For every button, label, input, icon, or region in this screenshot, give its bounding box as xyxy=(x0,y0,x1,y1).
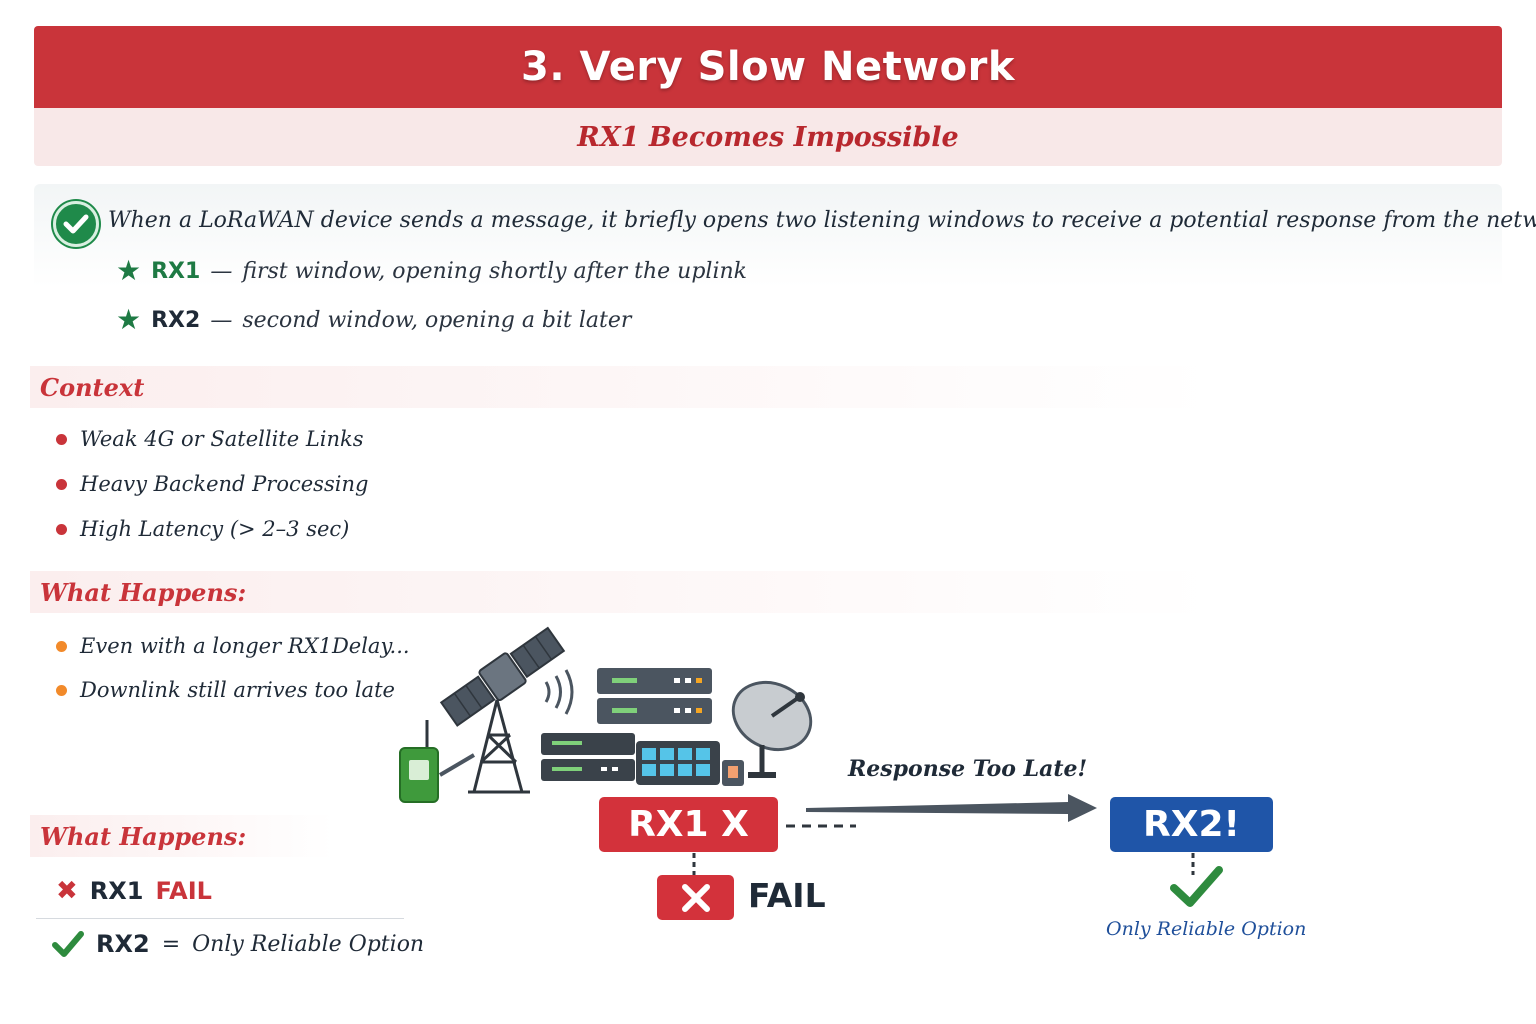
divider xyxy=(36,918,404,919)
star-icon: ★ xyxy=(116,303,142,336)
context-item: High Latency (> 2–3 sec) xyxy=(56,517,349,541)
network-switch-icon xyxy=(636,741,744,786)
response-too-late-label: Response Too Late! xyxy=(848,756,1088,782)
rx2-separator: — xyxy=(210,307,233,333)
rx1-separator: — xyxy=(210,258,233,284)
context-item: Weak 4G or Satellite Links xyxy=(56,427,364,451)
rx1-window-item: ★ RX1 — first window, opening shortly af… xyxy=(116,257,747,285)
satellite-dish-icon xyxy=(731,680,813,778)
checkmark-icon xyxy=(1170,866,1223,907)
title-banner: 3. Very Slow Network xyxy=(34,26,1502,108)
context-heading: Context xyxy=(40,372,145,402)
outcome-heading: What Happens: xyxy=(40,821,247,851)
satellite-icon xyxy=(439,626,566,727)
what-happens-item: Downlink still arrives too late xyxy=(56,678,395,702)
outcome-rx2-equals: = xyxy=(161,931,181,957)
cross-icon: ✖ xyxy=(56,876,78,906)
rx1-window-description: first window, opening shortly after the … xyxy=(242,258,748,284)
rx1-fail-line: ✖ RX1 FAIL xyxy=(56,876,212,906)
outcome-section-header: What Happens: xyxy=(30,815,410,857)
page-title: 3. Very Slow Network xyxy=(521,44,1015,90)
context-item-text: Heavy Backend Processing xyxy=(80,472,369,496)
rx2-window-item: ★ RX2 — second window, opening a bit lat… xyxy=(116,306,631,334)
rx1-status-box: RX1 X xyxy=(599,797,778,852)
rx2-window-description: second window, opening a bit later xyxy=(242,307,632,333)
cross-icon xyxy=(681,883,710,912)
subtitle-banner: RX1 Becomes Impossible xyxy=(34,108,1502,166)
checkmark-icon xyxy=(52,931,84,957)
lorawan-device-icon xyxy=(399,720,476,803)
what-happens-item-text: Even with a longer RX1Delay... xyxy=(80,634,410,658)
bullet-dot-icon xyxy=(56,523,67,535)
rx1-window-label: RX1 xyxy=(151,258,201,284)
what-happens-section-header: What Happens: xyxy=(30,571,1510,613)
signal-waves-icon xyxy=(544,669,574,715)
context-item-text: High Latency (> 2–3 sec) xyxy=(80,517,350,541)
response-arrow xyxy=(806,794,1097,822)
check-circle-icon xyxy=(53,201,99,247)
intro-text: When a LoRaWAN device sends a message, i… xyxy=(108,208,1536,233)
bullet-dot-icon xyxy=(56,684,67,696)
cell-tower-icon xyxy=(468,699,530,794)
fail-x-box xyxy=(657,875,734,920)
what-happens-item-text: Downlink still arrives too late xyxy=(80,678,395,702)
outcome-rx2-label: RX2 xyxy=(96,930,150,958)
server-rack-icon xyxy=(541,668,712,781)
rx2-status-box: RX2! xyxy=(1110,797,1273,852)
outcome-rx1-label: RX1 xyxy=(89,877,144,905)
outcome-rx1-status: FAIL xyxy=(155,877,212,905)
outcome-rx2-status: Only Reliable Option xyxy=(192,931,425,957)
context-item-text: Weak 4G or Satellite Links xyxy=(80,427,364,451)
context-section-header: Context xyxy=(30,366,1510,408)
rx2-window-label: RX2 xyxy=(151,307,201,333)
what-happens-item: Even with a longer RX1Delay... xyxy=(56,634,410,658)
rx2-caption: Only Reliable Option xyxy=(1106,918,1307,940)
rx2-reliable-line: RX2 = Only Reliable Option xyxy=(52,930,424,958)
star-icon: ★ xyxy=(116,254,142,287)
fail-label: FAIL xyxy=(748,876,826,915)
bullet-dot-icon xyxy=(56,478,67,490)
intro-panel xyxy=(34,184,1502,356)
context-item: Heavy Backend Processing xyxy=(56,472,368,496)
bullet-dot-icon xyxy=(56,433,67,445)
what-happens-heading: What Happens: xyxy=(40,577,247,607)
bullet-dot-icon xyxy=(56,640,67,652)
page-subtitle: RX1 Becomes Impossible xyxy=(577,121,959,153)
